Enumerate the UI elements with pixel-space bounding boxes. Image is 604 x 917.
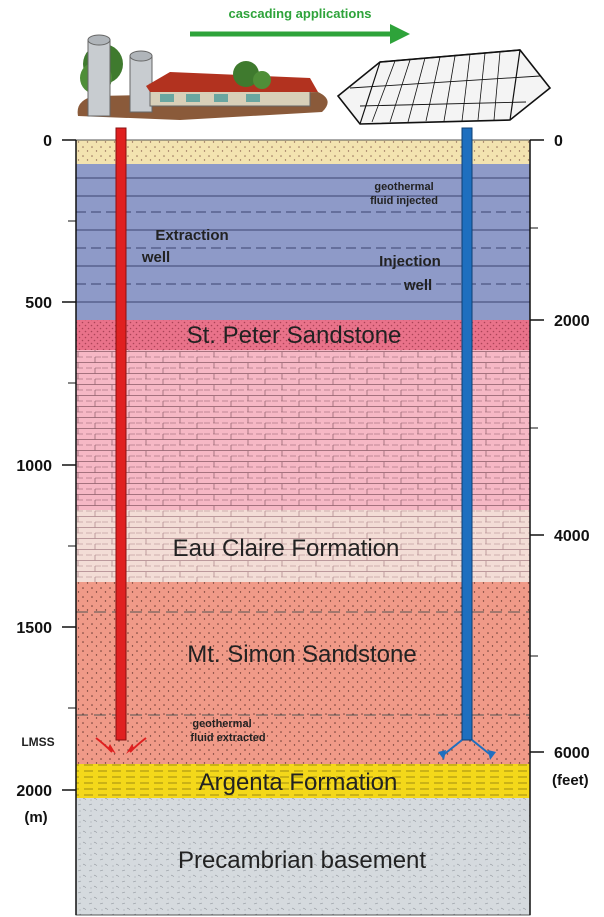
precambrian-label: Precambrian basement xyxy=(178,847,426,874)
left-tick-0: 0 xyxy=(43,133,52,150)
farm-illustration xyxy=(77,34,328,120)
eau-claire-label: Eau Claire Formation xyxy=(173,535,400,562)
left-tick-1000: 1000 xyxy=(16,458,52,475)
injection-flow-arrows-icon xyxy=(438,739,496,760)
mt-simon-label: Mt. Simon Sandstone xyxy=(187,641,416,668)
extraction-well-pipe xyxy=(115,127,127,741)
fluid-extracted-line2: fluid extracted xyxy=(190,732,265,744)
right-tick-6000: 6000 xyxy=(554,745,590,762)
right-tick-2000: 2000 xyxy=(554,313,590,330)
fluid-extracted-line1: geothermal xyxy=(192,718,251,730)
injection-well-label-line1: Injection xyxy=(379,253,441,270)
left-tick-1500: 1500 xyxy=(16,620,52,637)
right-tick-0: 0 xyxy=(554,133,563,150)
right-unit-label: (feet) xyxy=(552,772,589,789)
right-tick-4000: 4000 xyxy=(554,528,590,545)
argenta-label: Argenta Formation xyxy=(199,769,398,796)
left-tick-500: 500 xyxy=(25,295,52,312)
cascade-label: cascading applications xyxy=(228,6,371,21)
injection-well-pipe xyxy=(461,127,473,741)
left-depth-axis xyxy=(62,139,77,915)
lmss-label: LMSS xyxy=(21,735,54,749)
right-depth-axis xyxy=(529,139,544,915)
left-unit-label: (m) xyxy=(24,809,47,826)
strata-column xyxy=(75,139,531,916)
extraction-flow-arrows-icon xyxy=(95,737,147,754)
layer-blue-shale xyxy=(76,164,530,320)
extraction-well-label-line2: well xyxy=(141,249,170,266)
greenhouse-illustration xyxy=(336,49,552,125)
fluid-injected-line2: fluid injected xyxy=(370,195,438,207)
st-peter-label: St. Peter Sandstone xyxy=(187,322,402,349)
cascade-arrow xyxy=(190,24,410,44)
extraction-well-label-line1: Extraction xyxy=(155,227,228,244)
left-tick-2000: 2000 xyxy=(16,783,52,800)
injection-well-label-line2: well xyxy=(403,277,432,294)
fluid-injected-line1: geothermal xyxy=(374,181,433,193)
